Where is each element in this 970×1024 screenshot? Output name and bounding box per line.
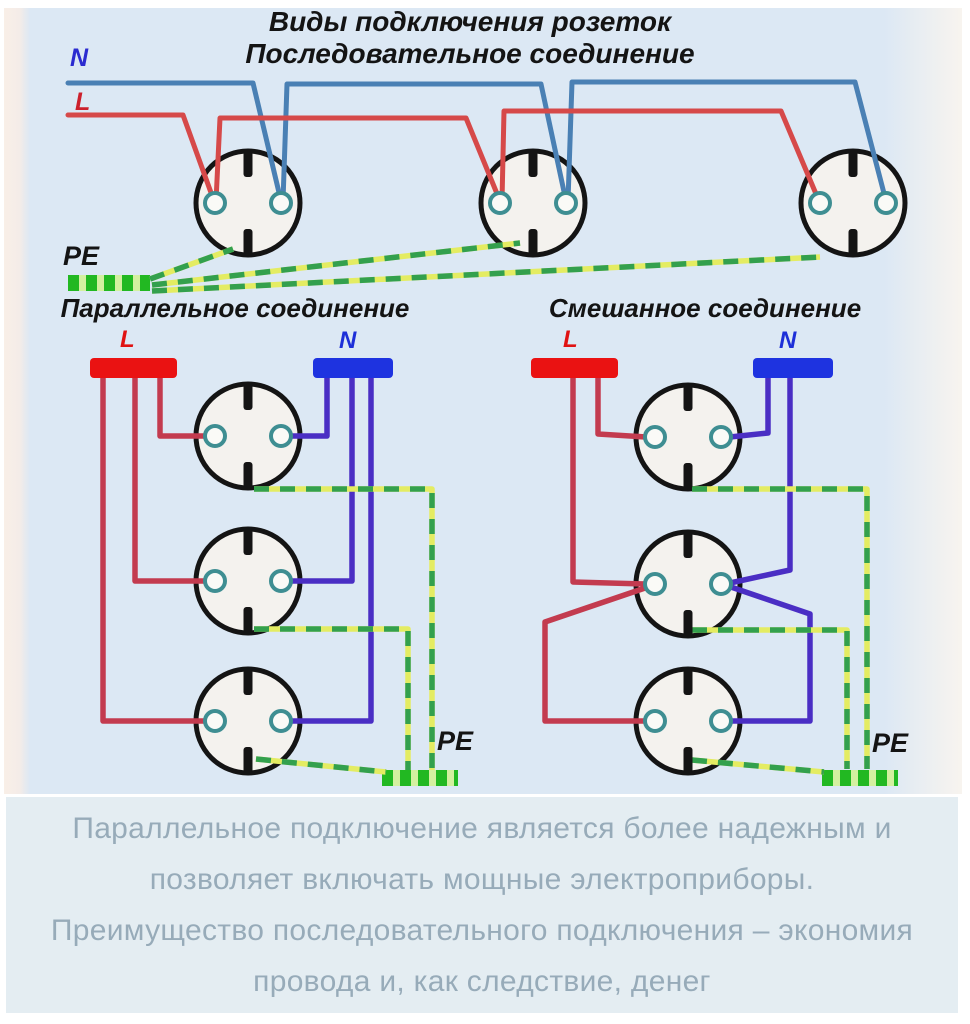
parallel-n-drop-2-wire [287,373,355,584]
socket-prong-bottom [848,229,858,255]
socket-prong-bottom [243,229,253,255]
page-title: Виды подключения розеток [268,6,672,37]
series-l-run-1-wire [65,112,217,204]
series-pe-to-socket-3 [151,254,821,294]
socket-hole-right [554,191,578,215]
socket-hole-left [488,191,512,215]
mixed-line-label: L [563,326,578,353]
mixed-l-drop-2-wire [570,373,649,587]
left-edge-strip [4,8,30,794]
socket-prong-top [683,385,693,411]
socket-hole-left [203,424,227,448]
series-pe-to-socket-2 [151,240,521,288]
socket-hole-left [203,709,227,733]
caption-line: Параллельное подключение является более … [72,811,892,845]
series-n-run-1-wire [65,80,284,204]
mixed-l-drop-1-wire [595,373,649,440]
diagram-background [4,8,962,794]
parallel-pe-1 [254,486,435,770]
socket-prong-top [243,529,253,555]
socket-hole-left [203,191,227,215]
parallel-section-title: Параллельное соединение [60,293,410,323]
socket-prong-top [683,532,693,558]
socket-hole-left [643,572,667,596]
socket-hole-left [643,709,667,733]
socket-hole-right [269,709,293,733]
parallel-line-label: L [120,326,135,353]
socket-prong-bottom [683,463,693,489]
socket-prong-top [683,669,693,695]
mixed-pe-3 [691,757,825,775]
parallel-l-drop-2-wire [132,373,209,584]
parallel-pe-label: PE [437,726,474,756]
parallel-n-drop-1-wire [287,373,330,439]
caption-line: позволяет включать мощные электроприборы… [149,862,815,896]
mixed-n-bus [753,358,833,378]
mixed-n-loop-2-3-wire [725,583,813,724]
socket-prong-top [243,151,253,177]
caption-line: провода и, как следствие, денег [253,964,711,998]
mixed-l-loop-2-3-wire [542,584,651,724]
socket-prong-bottom [683,747,693,773]
mixed-n-drop-1-wire [727,373,771,440]
socket-prong-top [243,384,253,410]
series-l-run-2-wire [213,115,503,204]
parallel-n-drop-3-wire [287,373,374,724]
socket-hole-right [269,424,293,448]
parallel-neutral-label: N [339,327,357,354]
series-neutral-label: N [70,44,89,72]
series-l-run-3-wire [499,108,822,204]
socket-prong-top [243,669,253,695]
socket-hole-right [269,191,293,215]
parallel-n-bus [313,358,393,378]
mixed-pe-label: PE [872,728,909,758]
socket-hole-right [709,425,733,449]
parallel-pe-3 [255,756,387,775]
mixed-section-title: Смешанное соединение [548,293,862,323]
socket-prong-bottom [243,462,253,488]
series-line-label: L [75,88,91,116]
mixed-neutral-label: N [779,327,797,354]
mixed-l-bus [531,358,618,378]
socket-hole-right [874,191,898,215]
socket-hole-left [643,425,667,449]
socket-hole-right [269,569,293,593]
socket-prong-top [528,151,538,177]
socket-hole-right [709,572,733,596]
socket-prong-top [848,151,858,177]
parallel-l-drop-3-wire [100,373,209,724]
series-pe-label: PE [63,241,100,271]
socket-hole-left [203,569,227,593]
right-edge-strip [884,8,962,794]
parallel-pe-2 [254,626,411,770]
mixed-pe-1 [692,486,870,769]
socket-hole-right [709,709,733,733]
parallel-l-drop-1-wire [157,373,209,439]
series-n-run-2-wire [280,81,569,204]
series-section-title: Последовательное соединение [245,38,695,69]
series-pe-to-socket-1 [149,246,234,282]
parallel-l-bus [90,358,177,378]
socket-prong-bottom [683,610,693,636]
mixed-n-drop-2-wire [727,373,793,586]
caption-panel: Параллельное подключение является более … [6,797,958,1013]
caption-line: Преимущество последовательного подключен… [50,913,914,947]
socket-prong-bottom [243,747,253,773]
mixed-pe-2 [692,627,850,769]
socket-prong-bottom [528,229,538,255]
socket-hole-left [808,191,832,215]
socket-prong-bottom [243,607,253,633]
series-n-run-3-wire [565,79,889,204]
